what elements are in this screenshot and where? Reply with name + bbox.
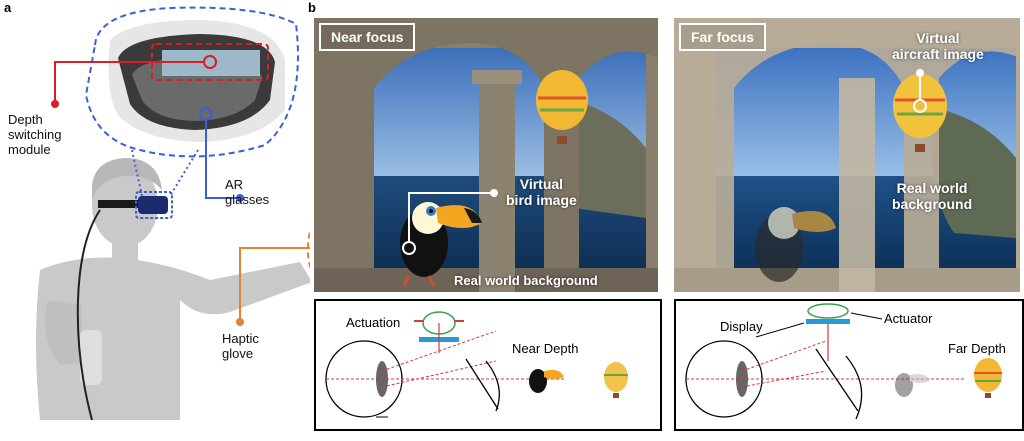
panel-letter-b: b [308,0,316,15]
far-background-label: Real world background [892,180,973,213]
near-balloon [536,70,588,144]
haptic-glove-label: Haptic glove [222,331,259,361]
far-optics [685,303,1002,420]
near-optics [325,311,628,418]
actuator-label: Actuator [884,311,933,326]
near-background-label: Real world background [454,273,598,288]
far-depth-label: Far Depth [948,341,1006,356]
cable [76,209,101,421]
near-focus-photo: Near focus Virtual bird image Real world… [314,18,658,292]
far-focus-photo: Far focus Virtual aircraft image Real wo… [674,18,1020,292]
ar-glasses-label: AR glasses [225,177,270,207]
near-focus-label: Near focus [319,23,416,51]
far-balloon [893,74,947,152]
near-depth-label: Near Depth [512,341,579,356]
far-toucan [755,207,836,282]
far-depth-diagram: Display Actuator Far Depth [674,299,1024,431]
near-toucan [400,202,482,287]
depth-module-highlight [151,43,269,81]
glasses-callout-outline [84,6,299,158]
glasses-zoom [108,20,285,142]
panel-a-illustration [36,6,310,421]
far-scene [674,18,1020,292]
actuation-label: Actuation [346,315,401,330]
far-focus-label: Far focus [679,23,767,51]
depth-switching-label: Depth switching module [8,112,62,157]
near-scene [314,18,658,292]
near-bird-label: Virtual bird image [506,176,577,209]
far-aircraft-label: Virtual aircraft image [892,30,984,63]
person-figure [36,158,310,420]
panel-letter-a: a [4,0,12,15]
near-depth-diagram: Actuation Near Depth [314,299,662,431]
glasses-on-face [98,196,168,214]
display-label: Display [720,319,763,334]
